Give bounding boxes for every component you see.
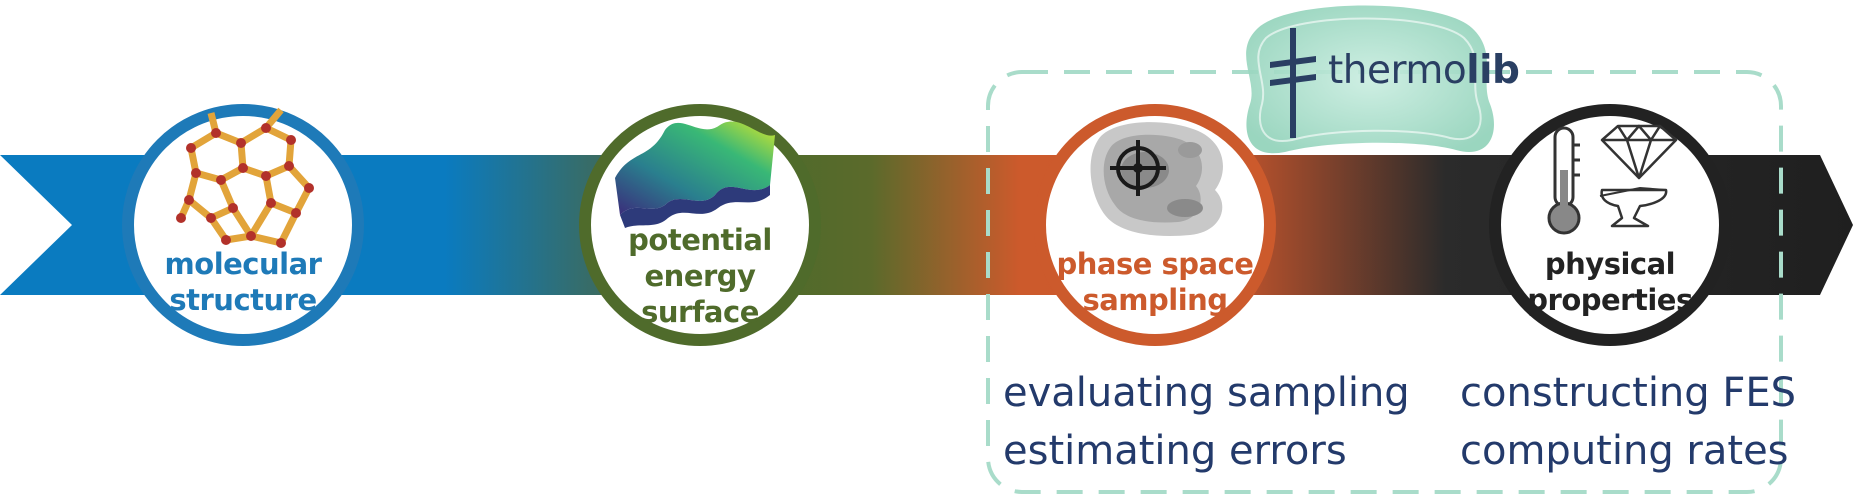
thermometer-icon [1547, 126, 1581, 235]
anvil-icon [1599, 186, 1668, 228]
crosshair-icon [1090, 122, 1223, 236]
thermolib-logo-icon [1246, 5, 1494, 154]
caption-constructing-fes: constructing FES [1460, 370, 1797, 416]
node-circle-physical [1489, 104, 1731, 346]
caption-left: evaluating sampling estimating errors [1003, 364, 1410, 480]
energy-surface-icon [615, 121, 775, 228]
caption-right: constructing FES computing rates [1460, 364, 1797, 480]
diamond-icon [1600, 124, 1678, 180]
zeolite-structure-icon [176, 107, 314, 248]
caption-computing-rates: computing rates [1460, 428, 1789, 474]
caption-estimating-errors: estimating errors [1003, 428, 1347, 474]
thermolib-brand-name: thermolib [1328, 48, 1520, 93]
workflow-arrow-band [0, 155, 1853, 295]
caption-evaluating-sampling: evaluating sampling [1003, 370, 1410, 416]
